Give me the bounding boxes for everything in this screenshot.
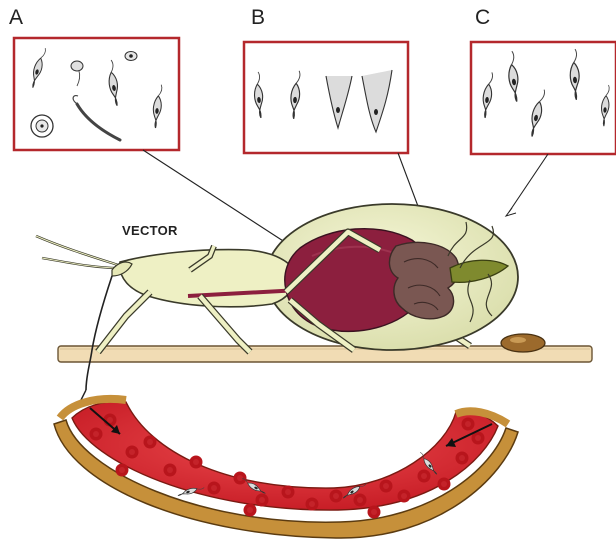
panel-a-box: [14, 38, 179, 150]
panel-c-box: [471, 42, 616, 154]
amastigote-icon: [125, 52, 137, 61]
feces-drop-icon: [501, 334, 545, 352]
triatomine-bug: [36, 204, 518, 352]
blood-vessel: [54, 399, 518, 538]
